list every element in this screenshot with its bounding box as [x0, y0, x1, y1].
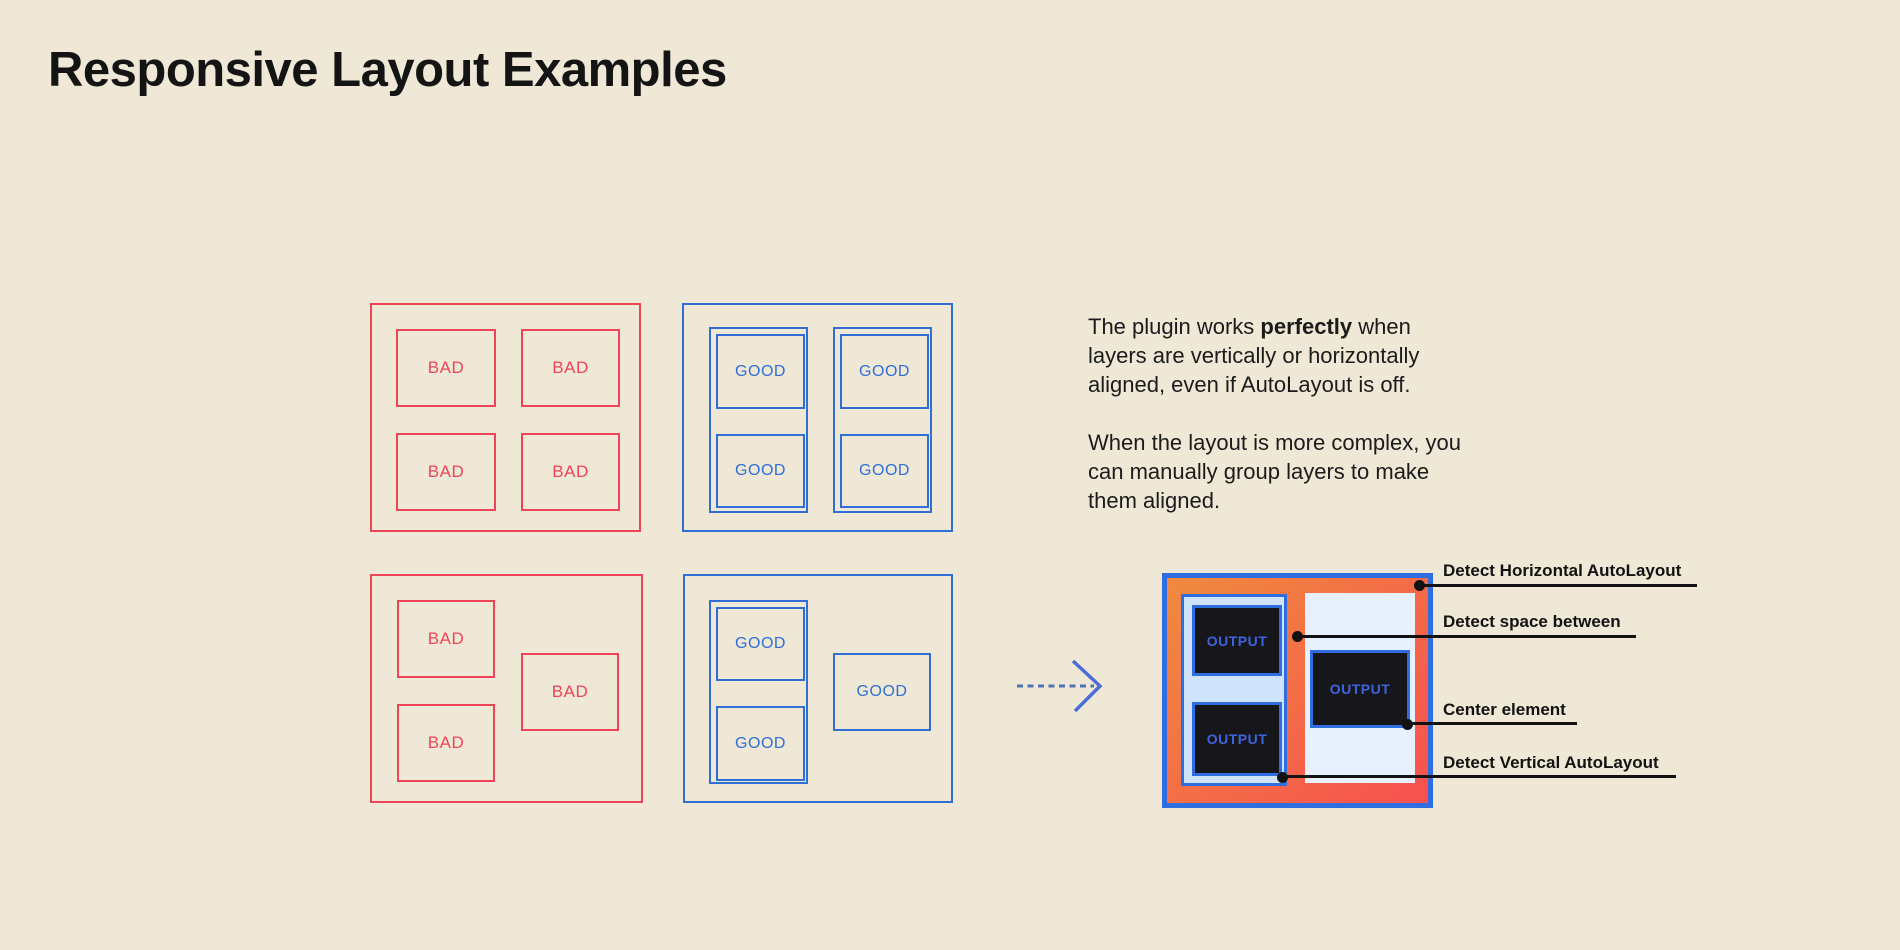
output-vertical-group: OUTPUT OUTPUT	[1181, 594, 1287, 786]
output-box: OUTPUT	[1192, 605, 1282, 676]
bad-grid-frame: BAD BAD BAD BAD	[370, 303, 641, 532]
bad-box: BAD	[521, 329, 620, 407]
good-box: GOOD	[840, 434, 929, 508]
text-line: layers are vertically or horizontally	[1088, 343, 1420, 368]
text-line: When the layout is more complex, you	[1088, 430, 1461, 455]
good-group: GOOD GOOD	[833, 327, 932, 513]
text-line: them aligned.	[1088, 488, 1221, 513]
annotation-label-vertical: Detect Vertical AutoLayout	[1443, 753, 1659, 772]
annotation-line	[1419, 584, 1697, 587]
page-title: Responsive Layout Examples	[48, 43, 727, 97]
annotation-label-center: Center element	[1443, 700, 1566, 719]
text-segment: The plugin works	[1088, 314, 1261, 339]
bad-box: BAD	[521, 433, 620, 511]
bad-scattered-frame: BAD BAD BAD	[370, 574, 643, 803]
description-text: The plugin works perfectly when layers a…	[1088, 312, 1588, 515]
good-group: GOOD GOOD	[709, 327, 808, 513]
good-box: GOOD	[716, 434, 805, 508]
text-line: can manually group layers to make	[1088, 459, 1430, 484]
bad-box: BAD	[397, 600, 495, 678]
good-box: GOOD	[716, 706, 805, 781]
text-segment: when	[1352, 314, 1411, 339]
output-result-frame: OUTPUT OUTPUT OUTPUT	[1162, 573, 1433, 808]
output-box: OUTPUT	[1310, 650, 1410, 728]
good-group: GOOD GOOD	[709, 600, 808, 784]
description-paragraph-1: The plugin works perfectly when layers a…	[1088, 312, 1588, 399]
bad-box: BAD	[396, 433, 496, 511]
text-line: The plugin works perfectly when	[1088, 312, 1588, 341]
annotation-line	[1407, 722, 1577, 725]
text-segment-bold: perfectly	[1260, 314, 1353, 339]
arrow-right-icon	[1017, 659, 1103, 713]
bad-box: BAD	[396, 329, 496, 407]
annotation-line	[1297, 635, 1636, 638]
bad-box: BAD	[397, 704, 495, 782]
output-box: OUTPUT	[1192, 702, 1282, 776]
annotation-label-horizontal: Detect Horizontal AutoLayout	[1443, 561, 1682, 580]
good-grouped-frame: GOOD GOOD GOOD	[683, 574, 953, 803]
good-box: GOOD	[716, 334, 805, 409]
bad-box: BAD	[521, 653, 619, 731]
good-box: GOOD	[833, 653, 931, 731]
good-grid-frame: GOOD GOOD GOOD GOOD	[682, 303, 953, 532]
description-paragraph-2: When the layout is more complex, you can…	[1088, 428, 1588, 515]
annotation-label-space-between: Detect space between	[1443, 612, 1621, 631]
text-line: aligned, even if AutoLayout is off.	[1088, 372, 1411, 397]
annotation-line	[1282, 775, 1676, 778]
good-box: GOOD	[840, 334, 929, 409]
good-box: GOOD	[716, 607, 805, 681]
